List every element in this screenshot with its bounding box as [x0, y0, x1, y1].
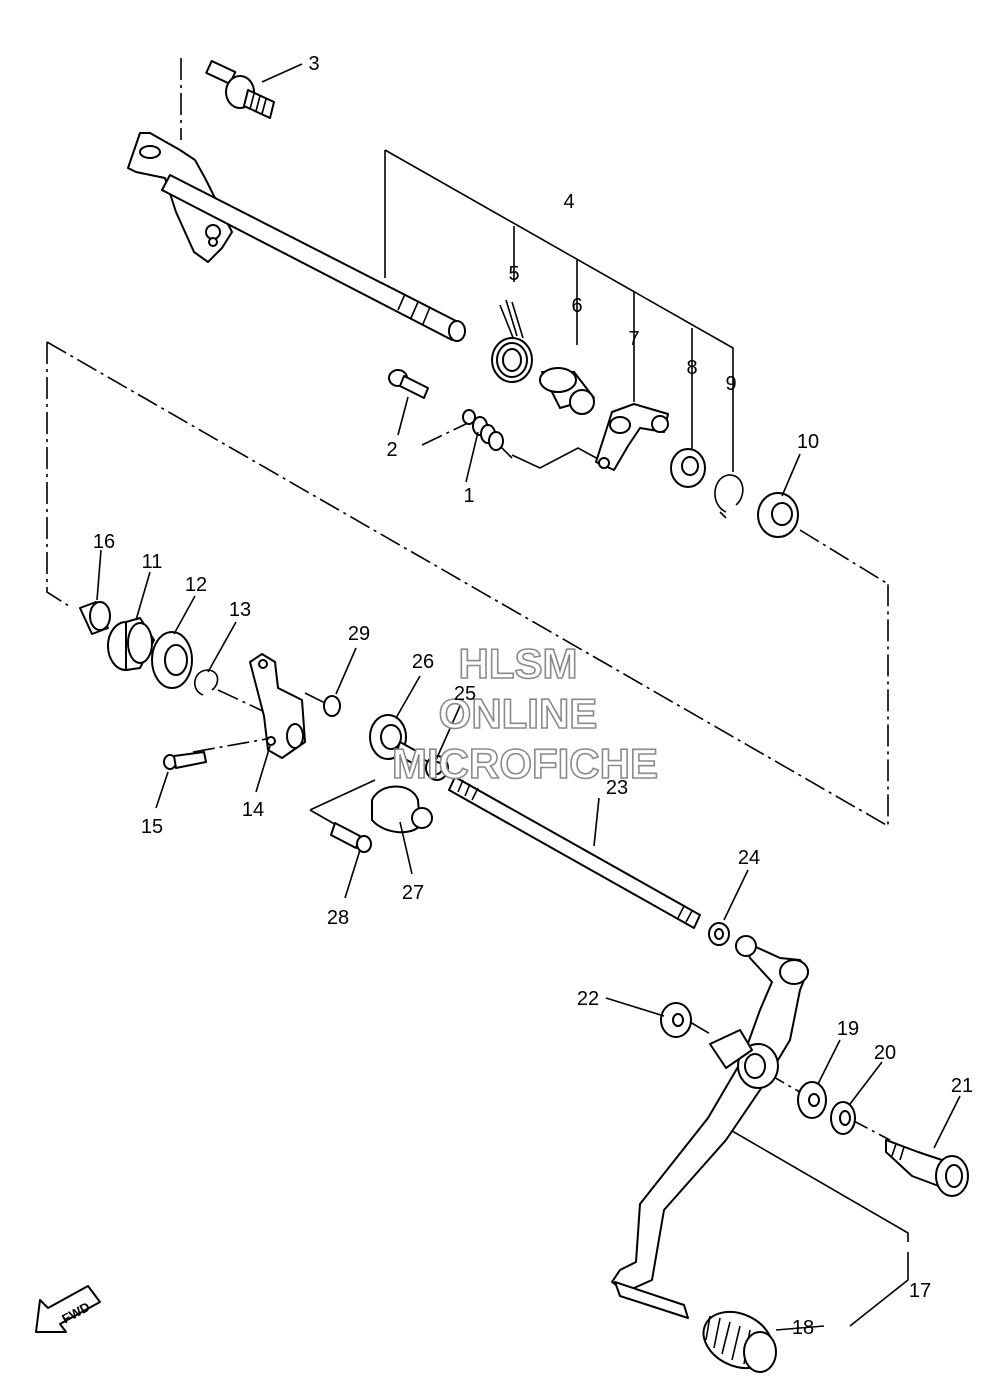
- callout-16: 16: [93, 531, 115, 553]
- watermark-line-1: HLSM: [459, 640, 578, 687]
- part-11-seal: [107, 617, 155, 671]
- shift-shaft: [127, 132, 466, 342]
- assembly-centerlines: [46, 58, 891, 1141]
- part-26-rod-end: [369, 714, 419, 765]
- callout-17: 17: [909, 1280, 931, 1302]
- callout-25: 25: [454, 683, 476, 705]
- part-1-spring: [462, 409, 513, 459]
- part-17-shift-pedal: [611, 935, 809, 1293]
- callout-9: 9: [725, 373, 736, 395]
- callout-labels: 3 4 5 6 7 8 9 10 2 1 16 11 12 13 29 26 2…: [93, 53, 973, 1339]
- callout-29: 29: [348, 623, 370, 645]
- callout-7: 7: [628, 328, 639, 350]
- part-19-washer: [797, 1081, 827, 1119]
- part-8-washer: [670, 448, 706, 488]
- part-27-cover: [371, 785, 433, 834]
- callout-28: 28: [327, 907, 349, 929]
- callout-14: 14: [242, 799, 264, 821]
- callout-11: 11: [142, 551, 163, 573]
- part-3-bolt: [205, 60, 275, 119]
- watermark-line-3: MICROFICHE: [392, 740, 658, 787]
- part-13-circlip: [194, 669, 219, 696]
- part-20-lock-washer: [830, 1101, 856, 1135]
- callout-18: 18: [792, 1317, 814, 1339]
- callout-6: 6: [571, 295, 582, 317]
- part-28-bolt: [330, 822, 372, 853]
- callout-19: 19: [837, 1018, 859, 1040]
- callout-4: 4: [563, 191, 574, 213]
- part-29-collar: [323, 695, 341, 717]
- callout-2: 2: [386, 439, 397, 461]
- callout-10: 10: [797, 431, 819, 453]
- watermark: HLSM ONLINE MICROFICHE: [391, 639, 659, 788]
- callout-1: 1: [463, 485, 474, 507]
- callout-20: 20: [874, 1042, 896, 1064]
- part-15-bolt: [163, 751, 207, 770]
- part-16-bearing: [79, 601, 111, 635]
- callout-13: 13: [229, 599, 251, 621]
- callout-15: 15: [141, 816, 163, 838]
- part-12-washer: [151, 631, 193, 689]
- part-24-nut: [708, 922, 730, 946]
- part-9-circlip: [714, 474, 744, 519]
- part-5-spring: [491, 299, 533, 383]
- part-23-rod: [448, 776, 701, 929]
- callout-24: 24: [738, 847, 760, 869]
- callout-27: 27: [402, 882, 424, 904]
- callout-22: 22: [577, 988, 599, 1010]
- group-brackets: [309, 149, 909, 1327]
- part-6-collar: [539, 367, 595, 415]
- callout-8: 8: [686, 357, 697, 379]
- callout-5: 5: [508, 263, 519, 285]
- callout-26: 26: [412, 651, 434, 673]
- part-14-shift-arm: [249, 653, 306, 759]
- callout-23: 23: [606, 777, 628, 799]
- part-21-pivot-bolt: [885, 1139, 969, 1197]
- watermark-line-2: ONLINE: [439, 690, 598, 737]
- part-7-arm: [595, 403, 669, 471]
- callout-3: 3: [308, 53, 319, 75]
- callout-12: 12: [185, 574, 207, 596]
- part-10-washer: [757, 492, 799, 538]
- leader-lines: [96, 63, 961, 1331]
- part-22-washer: [660, 1002, 692, 1038]
- fwd-arrow-icon: FWD: [35, 1285, 101, 1333]
- callout-21: 21: [951, 1075, 973, 1097]
- part-2-bolt: [388, 369, 429, 399]
- part-18-rubber: [614, 1281, 777, 1373]
